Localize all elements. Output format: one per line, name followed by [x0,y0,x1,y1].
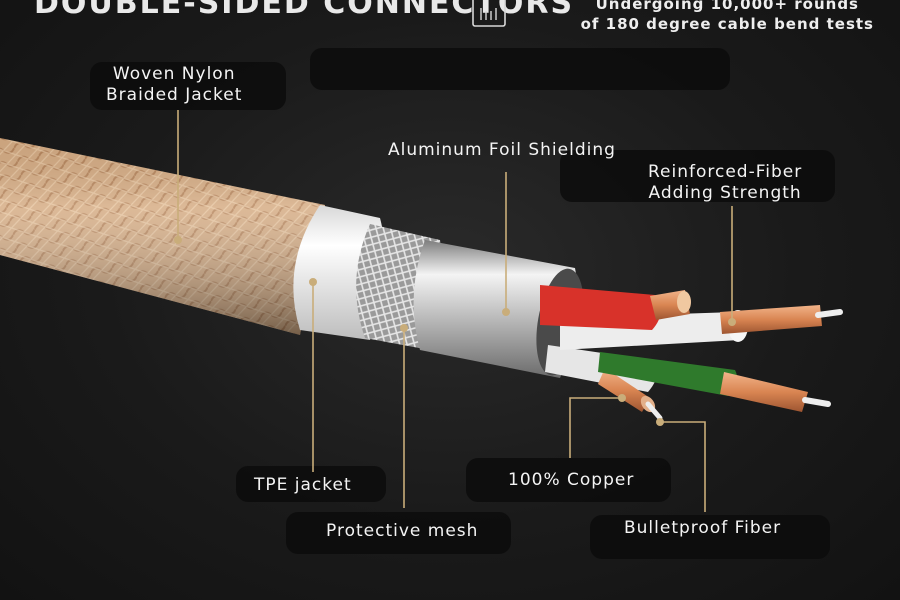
label-tpe-jacket: TPE jacket [254,475,352,495]
label-copper: 100% Copper [508,470,635,490]
label-backdrop [90,62,286,110]
label-backdrop [236,466,386,502]
label-protective-mesh: Protective mesh [326,521,479,541]
label-backdrop [466,458,671,502]
label-backdrop [310,48,730,90]
header-right-line2: of 180 degree cable bend tests [580,15,874,33]
label-reinforced-line2: Adding Strength [648,183,802,203]
label-woven-line2: Braided Jacket [106,85,243,105]
label-backdrop [286,512,511,554]
label-aluminum-foil-shielding: Aluminum Foil Shielding [388,140,616,160]
usb-connector-icon [472,0,506,28]
header-bend-test-text: Undergoing 10,000+ rounds of 180 degree … [581,0,874,34]
label-reinforced-line1: Reinforced-Fiber [648,162,803,182]
label-backdrop [560,150,835,202]
header-title: DOUBLE-SIDED CONNECTORS [34,0,575,21]
label-backdrop [590,515,830,559]
label-woven-nylon-braided-jacket: Woven Nylon Braided Jacket [106,64,242,106]
label-woven-line1: Woven Nylon [112,64,236,84]
label-reinforced-fiber: Reinforced-Fiber Adding Strength [648,162,802,204]
label-bulletproof-fiber: Bulletproof Fiber [624,518,782,538]
header-right-line1: Undergoing 10,000+ rounds [595,0,859,13]
